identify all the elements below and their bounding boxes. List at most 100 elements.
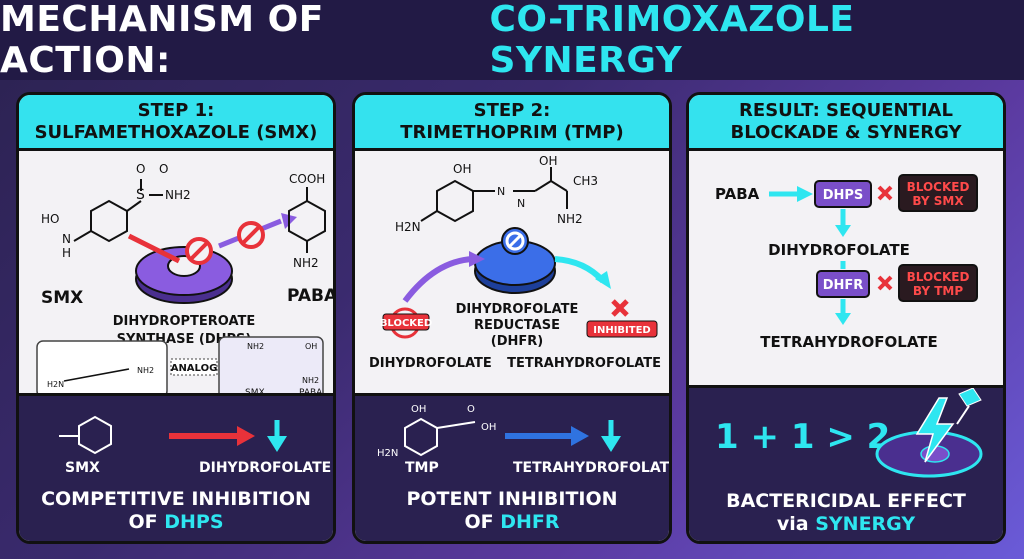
title-accent: CO-TRIMOXAZOLE SYNERGY (489, 0, 855, 81)
conclusion-prefix: via (776, 513, 816, 535)
inhibited-label: INHIBITED (593, 325, 650, 336)
conclusion-line1: POTENT INHIBITION (406, 488, 618, 510)
panel-result-heading-line1: RESULT: SEQUENTIAL (739, 99, 953, 121)
panel-step1-body: HO N H S O O NH2 (19, 151, 333, 405)
dihydrofolate-arrow (402, 256, 474, 303)
footer-tmp-label: TMP (405, 460, 439, 476)
tmp-footer-bond (436, 421, 476, 429)
smx-ho-label: HO (41, 212, 59, 226)
smx-n-label: N (62, 232, 71, 246)
conclusion-line1: COMPETITIVE INHIBITION (41, 488, 311, 510)
conclusion-target: DHPS (164, 511, 224, 533)
tmp-mechanism-diagram: OH OH CH3 NH2 H2N N N BLOCKED (369, 154, 661, 371)
tetrahydrofolate-arrow (554, 256, 606, 284)
panel-step1-heading-line1: STEP 1: (137, 99, 215, 121)
panel-step2: STEP 2: TRIMETHOPRIM (TMP) OH OH CH3 NH2… (352, 92, 672, 544)
smx-mechanism-diagram: HO N H S O O NH2 (36, 162, 333, 400)
synergy-equation: 1 + 1 > 2 (715, 417, 890, 457)
lightning-bolt-icon (915, 397, 955, 463)
title-bar: MECHANISM OF ACTION: CO-TRIMOXAZOLE SYNE… (0, 0, 1024, 81)
smx-o-top-label: O (136, 162, 145, 176)
dhfr-node-label: DHFR (823, 278, 864, 293)
dhfr-down-arrowhead (835, 313, 851, 325)
down-arrow-icon (267, 436, 287, 452)
footer-o-label: O (467, 404, 475, 415)
tmp-n2-label: N (517, 197, 525, 210)
tetrahydrofolate-arrowhead (595, 271, 611, 289)
dhfr-node (816, 270, 870, 298)
footer-tetrahydrofolate-label: TETRAHYDROFOLATE (513, 460, 669, 476)
block-icon (501, 227, 529, 255)
smx-red-arrowhead (237, 426, 255, 446)
panel-step2-conclusion: POTENT INHIBITION OF DHFR (355, 488, 669, 534)
paba-molecule (288, 187, 326, 253)
conclusion-prefix: OF (128, 511, 165, 533)
panel-result-footer: 1 + 1 > 2 BACTERICIDAL EFFECT via SYNERG… (689, 385, 1003, 541)
blocked-by-smx-line2: BY SMX (912, 194, 964, 208)
footer-oh2-label: OH (481, 422, 496, 433)
panel-step2-body: OH OH CH3 NH2 H2N N N BLOCKED (355, 151, 669, 405)
panel-result-body: PABA DHPS BLOCKED BY SMX DIHYDROFOLATE D… (689, 151, 1003, 395)
smx-s-label: S (136, 187, 145, 203)
inset-smx-bond (63, 368, 130, 382)
inhibited-x-icon (611, 299, 629, 317)
smx-footer-ring (78, 415, 112, 455)
tmp-h2n-label: H2N (395, 220, 421, 234)
paba-cooh-label: COOH (289, 172, 325, 186)
tmp-ch3-label: CH3 (573, 174, 598, 188)
paba-to-dhps-arrowhead (797, 186, 813, 202)
tmp-nh2-label: NH2 (557, 212, 583, 226)
panel-step1-conclusion: COMPETITIVE INHIBITION OF DHPS (19, 488, 333, 534)
conclusion-line2: OF DHPS (19, 511, 333, 534)
smx-o-right-label: O (159, 162, 168, 176)
synergy-illustration: 1 + 1 > 2 (715, 387, 983, 478)
blocked-label: BLOCKED (380, 318, 432, 329)
blocked-by-tmp-badge (898, 264, 978, 302)
inset-smx-nh2: NH2 (247, 342, 264, 351)
blocked-badge (382, 313, 430, 331)
smx-inhibition-arrow-diagram: SMX DIHYDROFOLATE (59, 415, 331, 476)
smx-label: SMX (41, 288, 83, 308)
footer-h2n-label: H2N (377, 448, 398, 459)
inset-paba-oh: OH (305, 342, 317, 351)
panel-result-header: RESULT: SEQUENTIAL BLOCKADE & SYNERGY (689, 95, 1003, 151)
analog-label: ANALOG (171, 363, 218, 374)
panel-result-conclusion: BACTERICIDAL EFFECT via SYNERGY (689, 490, 1003, 536)
phage-icon (956, 387, 982, 425)
conclusion-target: DHFR (500, 511, 560, 533)
footer-smx-label: SMX (65, 460, 100, 476)
dhps-node-label: DHPS (823, 188, 864, 203)
analog-tag (170, 358, 218, 376)
tmp-blue-arrowhead (571, 426, 589, 446)
panel-result: RESULT: SEQUENTIAL BLOCKADE & SYNERGY PA… (686, 92, 1006, 544)
conclusion-line2: OF DHFR (355, 511, 669, 534)
block-icon (185, 237, 213, 265)
footer-dihydrofolate-label: DIHYDROFOLATE (199, 460, 331, 476)
paba-label: PABA (287, 286, 333, 306)
panel-step2-heading-line2: TRIMETHOPRIM (TMP) (400, 121, 624, 143)
tmp-inhibition-arrow-diagram: OH H2N O OH TMP TETRAHYDROFOLATE (377, 404, 669, 476)
panel-step2-header: STEP 2: TRIMETHOPRIM (TMP) (355, 95, 669, 151)
panel-step1: STEP 1: SULFAMETHOXAZOLE (SMX) HO N H S … (16, 92, 336, 544)
paba-node: PABA (715, 185, 760, 203)
dhps-node (814, 180, 872, 208)
conclusion-target: SYNERGY (815, 513, 916, 535)
footer-oh-label: OH (411, 404, 426, 415)
smx-nh2-label: NH2 (165, 188, 191, 202)
blocked-by-tmp-line1: BLOCKED (907, 270, 970, 284)
sequential-blockade-diagram: PABA DHPS BLOCKED BY SMX DIHYDROFOLATE D… (715, 174, 978, 351)
smx-molecule (73, 179, 163, 243)
title-main: MECHANISM OF ACTION: (0, 0, 324, 81)
panel-step2-heading-line1: STEP 2: (473, 99, 551, 121)
conclusion-line1: BACTERICIDAL EFFECT (726, 490, 966, 512)
blocked-by-smx-badge (898, 174, 978, 212)
blocked-by-smx-line1: BLOCKED (907, 180, 970, 194)
smx-h-label: H (62, 246, 71, 260)
inset-h2n-label: H2N (47, 380, 64, 389)
tmp-molecule (420, 167, 568, 223)
smx-to-enzyme-arrow (127, 233, 181, 264)
panel-step1-heading-line2: SULFAMETHOXAZOLE (SMX) (34, 121, 318, 143)
blocked-by-tmp-line2: BY TMP (913, 284, 963, 298)
conclusion-prefix: OF (464, 511, 501, 533)
dhfr-label-line1: DIHYDROFOLATE (456, 302, 579, 317)
